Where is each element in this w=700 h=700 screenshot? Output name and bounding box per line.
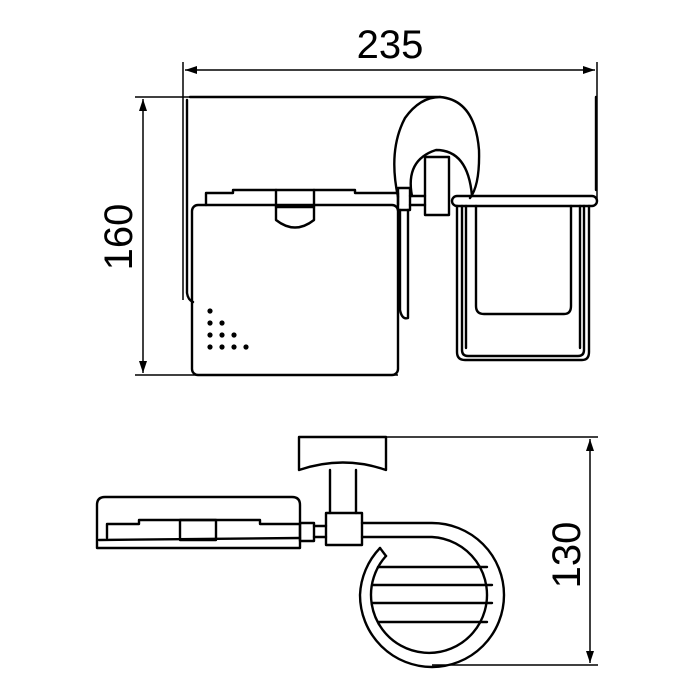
soap-dish-top — [358, 521, 506, 669]
depth-label: 130 — [545, 522, 589, 589]
paper-holder-top — [95, 495, 328, 550]
dimension-depth: 130 — [386, 436, 598, 666]
dimension-height: 160 — [97, 96, 420, 376]
paper-holder-front — [185, 98, 410, 377]
wall-mount-top — [297, 435, 388, 547]
width-label: 235 — [357, 23, 424, 67]
dimension-width: 235 — [182, 23, 598, 300]
wall-mount-front — [188, 95, 481, 217]
top-view — [95, 435, 506, 669]
height-label: 160 — [97, 204, 141, 271]
front-view — [185, 95, 599, 377]
dot-pattern — [207, 308, 249, 350]
cup-holder-front — [450, 95, 599, 362]
